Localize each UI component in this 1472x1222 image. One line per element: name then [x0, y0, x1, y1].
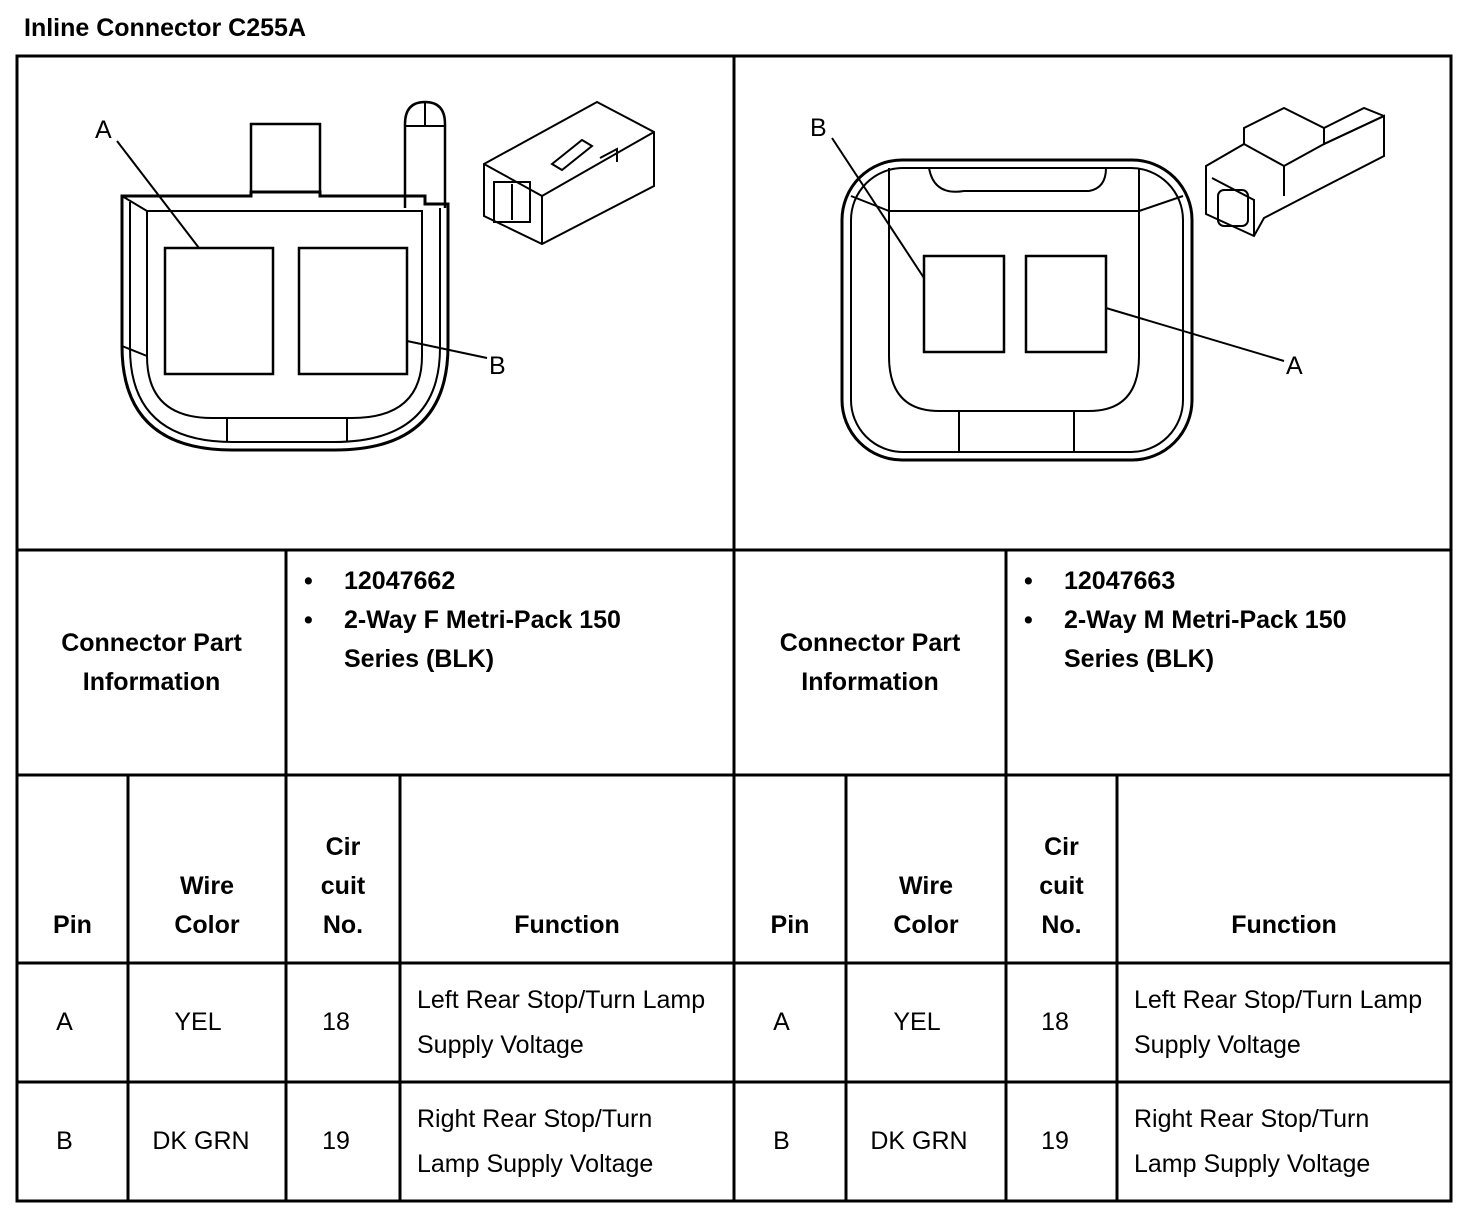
- cell-wire-color: YEL: [174, 1008, 222, 1036]
- header-function: Function: [1231, 911, 1337, 939]
- cell-wire-color: DK GRN: [870, 1127, 968, 1155]
- part-description: •2-Way M Metri-Pack 150 Series (BLK): [1024, 606, 1347, 673]
- header-circuit: Cir cuit No.: [320, 833, 366, 939]
- cell-pin: B: [773, 1127, 790, 1155]
- cell-circuit: 18: [1041, 1008, 1069, 1036]
- part-info: •12047662 •2-Way F Metri-Pack 150 Series…: [286, 550, 734, 775]
- part-description: •2-Way F Metri-Pack 150 Series (BLK): [304, 606, 621, 673]
- header-wire-color: Wire Color: [174, 872, 240, 939]
- header-pin: Pin: [770, 911, 810, 939]
- part-number: •12047663: [1024, 567, 1176, 595]
- cell-circuit: 19: [1041, 1127, 1069, 1155]
- connector-diagram-male: B A: [810, 106, 1385, 462]
- page-title: Inline Connector C255A: [24, 14, 306, 42]
- pin-label-b: B: [489, 352, 506, 380]
- cell-wire-color: YEL: [893, 1008, 941, 1036]
- cell-circuit: 19: [322, 1127, 350, 1155]
- part-info-label: Connector Part Information: [61, 628, 242, 696]
- header-pin: Pin: [53, 911, 92, 939]
- part-info-label: Connector Part Information: [779, 628, 961, 696]
- cell-pin: A: [773, 1008, 790, 1036]
- cell-function: Right Rear Stop/Turn Lamp Supply Voltage: [1134, 1104, 1371, 1178]
- header-wire-color: Wire Color: [893, 872, 959, 939]
- cell-pin: B: [56, 1127, 73, 1155]
- cell-function: Left Rear Stop/Turn Lamp Supply Voltage: [1134, 985, 1423, 1059]
- cell-circuit: 18: [322, 1008, 350, 1036]
- pin-label-b: B: [810, 114, 827, 142]
- header-circuit: Cir cuit No.: [1039, 833, 1084, 939]
- cell-function: Left Rear Stop/Turn Lamp Supply Voltage: [417, 985, 706, 1059]
- connector-iso-sketch-male: [1205, 106, 1385, 238]
- connector-diagram-female: A B: [95, 100, 655, 452]
- cell-wire-color: DK GRN: [152, 1127, 250, 1155]
- cell-pin: A: [56, 1008, 73, 1036]
- cell-function: Right Rear Stop/Turn Lamp Supply Voltage: [417, 1104, 654, 1178]
- pin-label-a: A: [1286, 352, 1303, 380]
- part-number: •12047662: [304, 567, 456, 595]
- connector-iso-sketch-female: [483, 100, 655, 246]
- pin-label-a: A: [95, 116, 112, 144]
- part-info: •12047663 •2-Way M Metri-Pack 150 Series…: [1006, 550, 1451, 775]
- header-function: Function: [514, 911, 620, 939]
